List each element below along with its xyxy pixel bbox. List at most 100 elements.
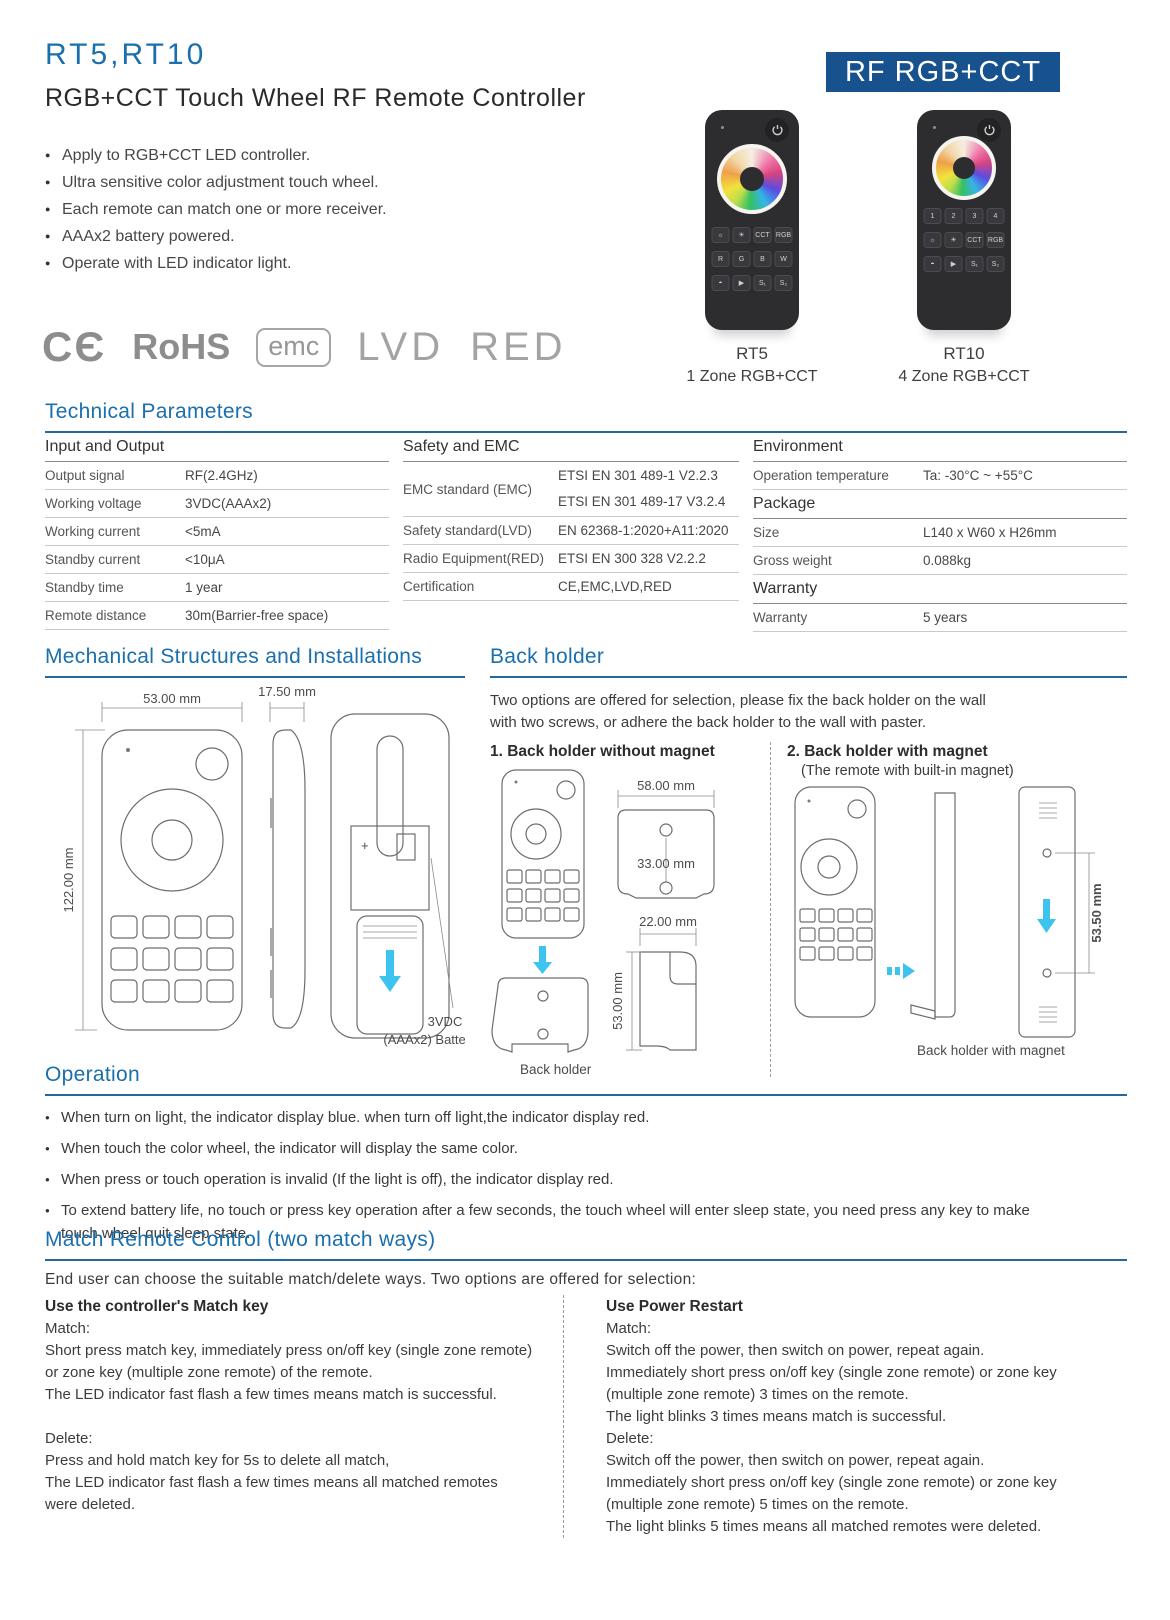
option-title: 1. Back holder without magnet xyxy=(490,743,715,760)
key: S₂ xyxy=(986,256,1005,272)
row-label: EMC standard (EMC) xyxy=(403,481,533,497)
rt10-keypad: 1 2 3 4 ☼ ☀ CCT RGB ◓ ▶ S₁ S₂ xyxy=(923,208,1005,272)
section-heading: Mechanical Structures and Installations xyxy=(45,645,423,668)
key: B xyxy=(753,251,772,267)
table-group-title: Package xyxy=(753,490,1127,519)
row-label: Output signal xyxy=(45,468,125,483)
remote-figure-rt5: ☼ ☀ CCT RGB R G B W ◓ ▶ S₁ S₂ RT5 1 Zone… xyxy=(682,110,822,386)
spacer xyxy=(45,1406,555,1428)
key: CCT xyxy=(753,227,772,243)
row-label: Remote distance xyxy=(45,608,147,623)
io-column: Input and Output Output signal RF(2.4GHz)… xyxy=(45,433,389,632)
rohs-logo: RoHS xyxy=(132,326,231,367)
table-group-title: Warranty xyxy=(753,575,1127,604)
row-value: CE,EMC,LVD,RED xyxy=(558,579,672,594)
mechanical-drawing: 53.00 mm 122.00 mm 17.50 mm xyxy=(61,684,465,1047)
key: 4 xyxy=(986,208,1005,224)
delete-instructions: Switch off the power, then switch on pow… xyxy=(606,1452,1057,1535)
table-row: EMC standard (EMC) ETSI EN 301 489-1 V2.2… xyxy=(403,462,739,517)
rt5-keypad: ☼ ☀ CCT RGB R G B W ◓ ▶ S₁ S₂ xyxy=(711,227,793,291)
section-divider xyxy=(490,676,1127,678)
row-label: Working voltage xyxy=(45,496,142,511)
technical-parameters-section: Technical Parameters Input and Output Ou… xyxy=(45,400,1127,632)
operation-item: To extend battery life, no touch or pres… xyxy=(45,1199,1065,1245)
table-row: Radio Equipment(RED)ETSI EN 300 328 V2.2… xyxy=(403,545,739,573)
feature-item: Operate with LED indicator light. xyxy=(45,250,387,277)
table-row: Warranty 5 years xyxy=(753,604,1127,632)
match-label: Match: xyxy=(606,1320,652,1337)
match-intro: End user can choose the suitable match/d… xyxy=(45,1271,697,1288)
row-label: Warranty xyxy=(753,610,808,625)
safety-column: Safety and EMC EMC standard (EMC) ETSI EN… xyxy=(403,433,739,632)
dim-holder-width: 58.00 mm xyxy=(637,778,695,793)
operation-section: Operation When turn on light, the indica… xyxy=(45,1063,1127,1253)
row-value: L140 x W60 x H26mm xyxy=(923,525,1057,540)
delete-label: Delete: xyxy=(45,1430,93,1447)
back-holder-magnet-drawing: 53.50 mm xyxy=(794,786,1104,1038)
section-divider xyxy=(45,1094,1127,1096)
row-value: 5 years xyxy=(923,610,968,625)
table-group-title: Safety and EMC xyxy=(403,433,739,462)
option-without-magnet: 1. Back holder without magnet xyxy=(490,742,770,1077)
section-divider xyxy=(45,431,1127,433)
key: ☀ xyxy=(944,232,963,248)
key: 2 xyxy=(944,208,963,224)
row-value: ETSI EN 301 489-1 V2.2.3 ETSI EN 301 489… xyxy=(558,468,726,509)
table-row: Output signal RF(2.4GHz) xyxy=(45,462,389,490)
operation-item: When press or touch operation is invalid… xyxy=(45,1168,1065,1191)
feature-item: Ultra sensitive color adjustment touch w… xyxy=(45,169,387,196)
remote-name: RT5 xyxy=(736,344,768,363)
feature-item: Each remote can match one or more receiv… xyxy=(45,196,387,223)
table-row: Working current<5mA xyxy=(45,518,389,546)
row-label: Gross weight xyxy=(753,553,832,568)
remote-name: RT10 xyxy=(943,344,985,363)
table-group-title: Input and Output xyxy=(45,433,389,462)
key: RGB xyxy=(774,227,793,243)
page-title: RT5,RT10 xyxy=(45,38,207,71)
row-value: 3VDC(AAAx2) xyxy=(185,496,272,511)
led-indicator-dot xyxy=(721,126,724,129)
back-holder-intro: Two options are offered for selection, p… xyxy=(490,692,986,731)
key: ☼ xyxy=(923,232,942,248)
table-row: Standby current<10μA xyxy=(45,546,389,574)
option-with-magnet: 2. Back holder with magnet (The remote w… xyxy=(770,742,1127,1077)
row-value: RF(2.4GHz) xyxy=(185,468,258,483)
dim-side-width: 22.00 mm xyxy=(639,914,697,929)
row-label: Size xyxy=(753,525,780,540)
table-row: Size L140 x W60 x H26mm xyxy=(753,519,1127,547)
power-button-icon xyxy=(977,118,1001,142)
operation-list: When turn on light, the indicator displa… xyxy=(45,1106,1065,1245)
match-method-title: Use the controller's Match key xyxy=(45,1298,269,1315)
section-heading: Back holder xyxy=(490,645,605,668)
key: S₂ xyxy=(774,275,793,291)
table-row: Certification CE,EMC,LVD,RED xyxy=(403,573,739,601)
match-method-title: Use Power Restart xyxy=(606,1298,743,1315)
match-key-column: Use the controller's Match key Match: Sh… xyxy=(45,1295,563,1538)
color-touch-wheel xyxy=(932,136,996,200)
table-group-title: Environment xyxy=(753,433,1127,462)
key: S₁ xyxy=(965,256,984,272)
row-label: Certification xyxy=(403,579,475,594)
rf-rgbcct-badge: RF RGB+CCT xyxy=(826,52,1060,92)
row-value: <10μA xyxy=(185,552,225,567)
dim-depth: 17.50 mm xyxy=(258,684,316,699)
remote-caption: 1 Zone RGB+CCT xyxy=(686,368,818,385)
option-subtitle: (The remote with built-in magnet) xyxy=(801,763,1014,779)
key: 1 xyxy=(923,208,942,224)
feature-item: AAAx2 battery powered. xyxy=(45,223,387,250)
key: ▶ xyxy=(944,256,963,272)
svg-text:+: + xyxy=(361,838,369,853)
battery-label-line1: 3VDC xyxy=(428,1014,463,1029)
remote-rt10-photo: 1 2 3 4 ☼ ☀ CCT RGB ◓ ▶ S₁ S₂ xyxy=(917,110,1011,330)
back-holder-section: Back holder Two options are offered for … xyxy=(490,645,1127,1077)
key: ◓ xyxy=(923,256,942,272)
row-value: Ta: -30°C ~ +55°C xyxy=(923,468,1033,483)
power-button-icon xyxy=(765,118,789,142)
section-heading: Operation xyxy=(45,1063,140,1086)
row-label: Radio Equipment(RED) xyxy=(403,551,545,566)
operation-item: When touch the color wheel, the indicato… xyxy=(45,1137,1065,1160)
